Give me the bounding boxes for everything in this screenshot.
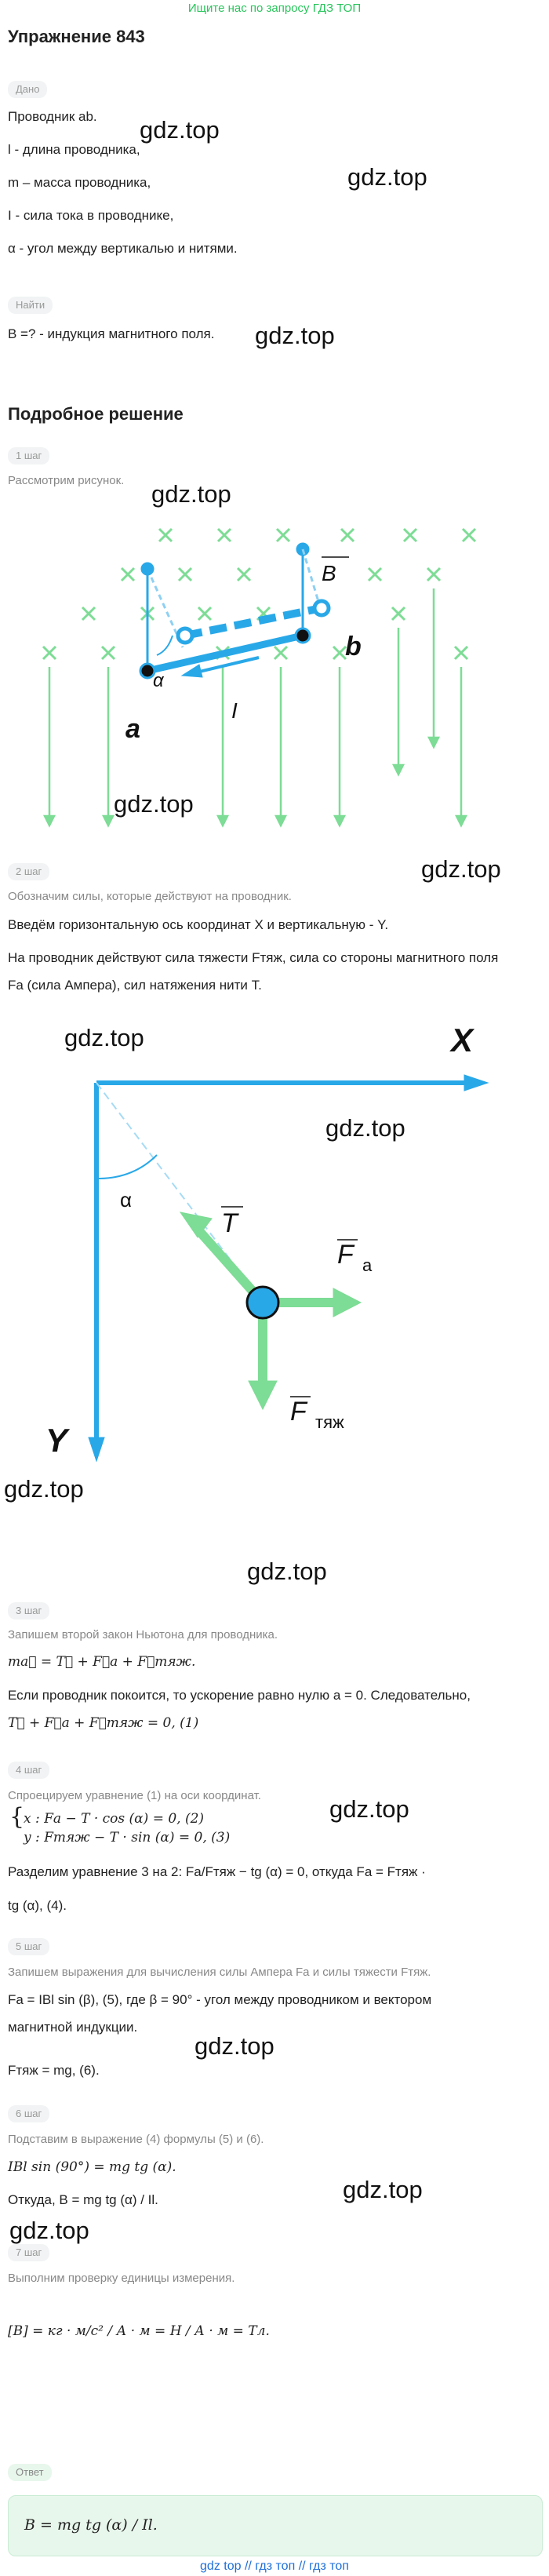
watermark: gdz.top	[255, 322, 335, 349]
step-line: Если проводник покоится, то ускорение ра…	[8, 1688, 471, 1703]
label-Fa-sub: а	[362, 1255, 373, 1275]
given-line-4: I - сила тока в проводнике,	[8, 208, 174, 223]
answer-box: B = mg tg (α) / Il.	[8, 2495, 543, 2556]
step-line: Fтяж = mg, (6).	[8, 2063, 100, 2078]
label-B: B	[322, 561, 336, 585]
step-text: Выполним проверку единицы измерения.	[8, 2272, 235, 2285]
step-line: Введём горизонтальную ось координат X и …	[8, 917, 389, 932]
conductor-assembly	[139, 542, 349, 680]
step-line: Разделим уравнение 3 на 2: Fа/Fтяж − tg …	[8, 1864, 426, 1879]
watermark: gdz.top	[195, 2032, 274, 2060]
step-line: Откуда, B = mg tg (α) / Il.	[8, 2192, 158, 2207]
step-label: 5 шаг	[8, 1938, 50, 1955]
step-equation: ma⃗ = T⃗ + F⃗а + F⃗тяж.	[8, 1654, 196, 1670]
step-label: 3 шаг	[8, 1602, 50, 1620]
step-equation: [B] = кг · м/с² / А · м = Н / А · м = Тл…	[8, 2323, 270, 2339]
step-line: tg (α), (4).	[8, 1898, 67, 1913]
watermark: gdz.top	[325, 1114, 405, 1142]
step-line: Fа = IBl sin (β), (5), где β = 90° - уго…	[8, 1992, 432, 2007]
forces-figure: X Y T F а F тяж α	[45, 1022, 489, 1463]
step-equation: IBl sin (90°) = mg tg (α).	[8, 2159, 176, 2175]
axis-X-label: X	[449, 1022, 475, 1058]
field-lines	[42, 588, 468, 828]
system-brace: {	[9, 1803, 25, 1831]
step-text: Обозначим силы, которые действуют на про…	[8, 890, 292, 903]
step-equation: x : Fа − T · cos (α) = 0, (2)	[24, 1811, 205, 1827]
label-T: T	[221, 1208, 239, 1238]
watermark: gdz.top	[64, 1024, 144, 1051]
footer-links[interactable]: gdz top // гдз топ // гдз топ	[200, 2560, 349, 2573]
step-text: Спроецируем уравнение (1) на оси координ…	[8, 1789, 261, 1802]
label-Fa: F	[337, 1240, 355, 1270]
label-alpha: α	[153, 670, 165, 691]
label-alpha: α	[120, 1188, 132, 1211]
solution-title: Подробное решение	[8, 404, 184, 424]
watermark: gdz.top	[347, 163, 427, 191]
given-line-3: m – масса проводника,	[8, 175, 151, 190]
watermark: gdz.top	[9, 2217, 89, 2244]
label-b: b	[345, 632, 362, 661]
answer-formula: B = mg tg (α) / Il.	[24, 2516, 158, 2534]
step-line: Fа (сила Ампера), сил натяжения нити T.	[8, 978, 262, 993]
watermark: gdz.top	[421, 855, 501, 883]
watermark: gdz.top	[140, 116, 220, 144]
search-banner[interactable]: Ищите нас по запросу ГДЗ ТОП	[187, 2, 362, 15]
page-title: Упражнение 843	[8, 27, 145, 46]
label-a: a	[125, 714, 140, 744]
watermark: gdz.top	[114, 790, 194, 818]
step-text: Запишем выражения для вычисления силы Ам…	[8, 1966, 431, 1979]
watermark: gdz.top	[343, 2176, 423, 2203]
step-equation: y : Fтяж − T · sin (α) = 0, (3)	[24, 1830, 231, 1845]
step-line: На проводник действуют сила тяжести Fтяж…	[8, 950, 499, 965]
step-line: магнитной индукции.	[8, 2020, 138, 2035]
step-label: 2 шаг	[8, 863, 50, 880]
label-Ft-sub: тяж	[315, 1412, 344, 1432]
step-label: 1 шаг	[8, 447, 50, 465]
label-Ft: F	[290, 1397, 308, 1426]
step-equation: T⃗ + F⃗а + F⃗тяж = 0, (1)	[8, 1715, 199, 1731]
given-line-2: l - длина проводника,	[8, 142, 140, 157]
answer-label: Ответ	[8, 2464, 52, 2481]
field-crosses	[42, 527, 477, 661]
watermark: gdz.top	[329, 1795, 409, 1823]
given-line-5: α - угол между вертикалью и нитями.	[8, 241, 238, 256]
step-text: Подставим в выражение (4) формулы (5) и …	[8, 2133, 264, 2146]
axis-Y-label: Y	[45, 1422, 71, 1459]
step-text: Запишем второй закон Ньютона для проводн…	[8, 1628, 278, 1641]
watermark: gdz.top	[4, 1475, 84, 1503]
conductor-figure: B b a I α	[42, 527, 477, 828]
step-text: Рассмотрим рисунок.	[8, 474, 125, 487]
step-label: 6 шаг	[8, 2105, 50, 2122]
given-label: Дано	[8, 81, 48, 98]
watermark: gdz.top	[151, 480, 231, 508]
find-line: B =? - индукция магнитного поля.	[8, 326, 215, 341]
given-line-1: Проводник ab.	[8, 109, 97, 124]
watermark: gdz.top	[247, 1558, 327, 1585]
step-label: 7 шаг	[8, 2244, 50, 2261]
label-I: I	[231, 698, 238, 723]
step-label: 4 шаг	[8, 1762, 50, 1779]
find-label: Найти	[8, 297, 53, 314]
